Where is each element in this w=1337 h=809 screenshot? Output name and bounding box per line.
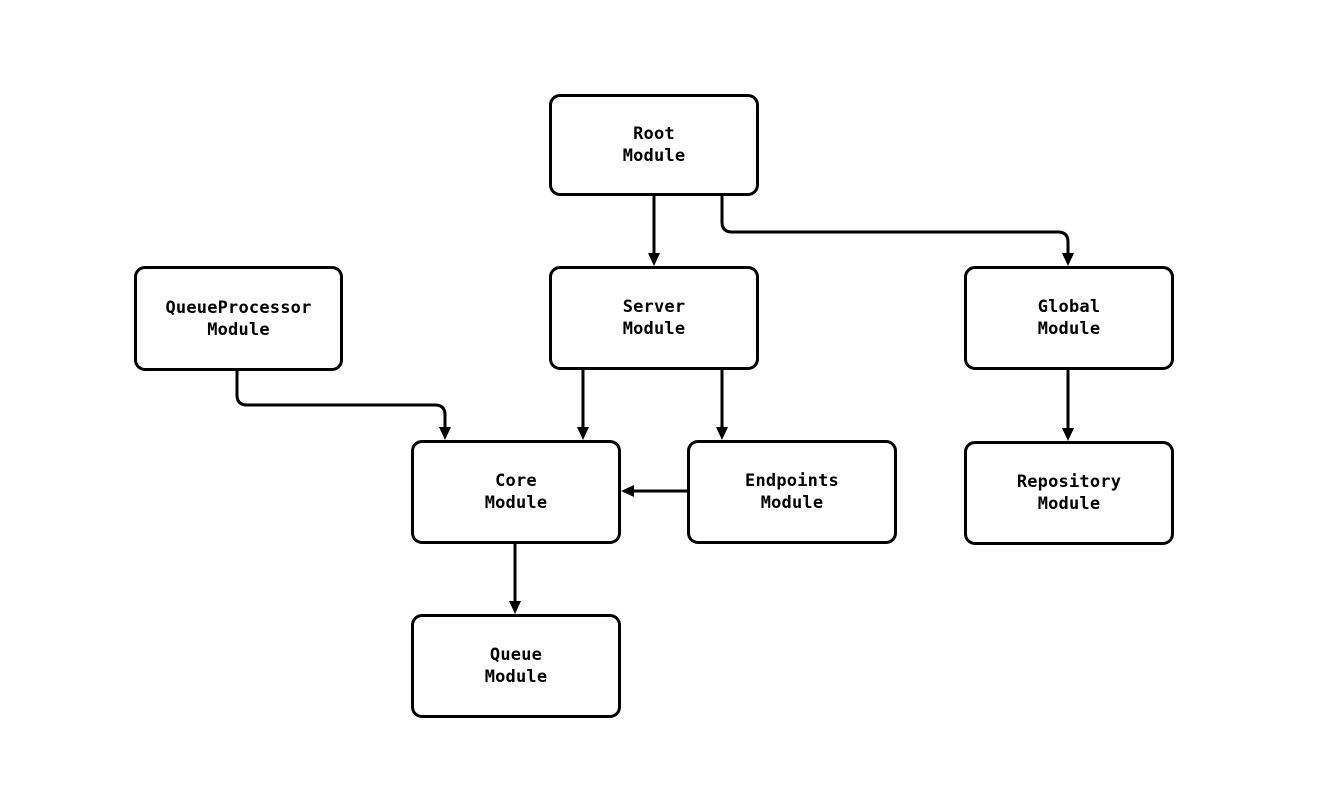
node-label-endpoints: Endpoints Module — [745, 471, 839, 513]
node-label-queueprocessor: QueueProcessor Module — [165, 297, 312, 340]
node-global[interactable]: Global Module — [964, 266, 1174, 370]
edge-root-to-global — [720, 196, 1074, 266]
node-label-repository: Repository Module — [1016, 472, 1122, 514]
edges-group — [235, 196, 1074, 614]
node-endpoints[interactable]: Endpoints Module — [687, 440, 897, 544]
node-core[interactable]: Core Module — [411, 440, 621, 544]
node-label-global: Global Module — [1037, 297, 1101, 339]
edge-queueprocessor-to-core — [235, 371, 451, 440]
node-root[interactable]: Root Module — [549, 94, 759, 196]
node-label-core: Core Module — [484, 471, 548, 513]
node-queueprocessor[interactable]: QueueProcessor Module — [134, 266, 343, 371]
node-repository[interactable]: Repository Module — [964, 441, 1174, 545]
node-label-root: Root Module — [622, 124, 686, 166]
node-queue[interactable]: Queue Module — [411, 614, 621, 718]
node-label-queue: Queue Module — [484, 645, 548, 687]
node-server[interactable]: Server Module — [549, 266, 759, 370]
node-label-server: Server Module — [622, 297, 686, 339]
